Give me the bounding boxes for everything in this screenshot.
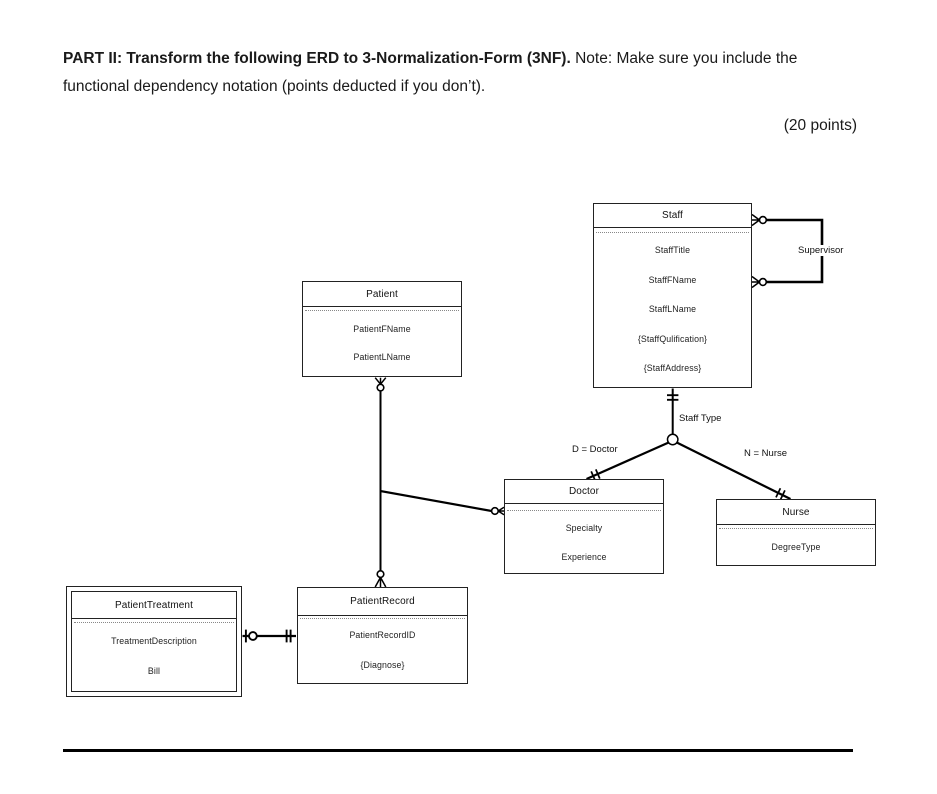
double-bar-icon <box>285 629 292 643</box>
entity-doctor: Doctor Specialty Experience <box>504 479 664 574</box>
entity-patient-record: PatientRecord PatientRecordID {Diagnose} <box>297 587 468 684</box>
attribute-divider <box>300 618 465 619</box>
crow-foot-icon <box>374 577 387 588</box>
attribute-divider <box>719 527 873 529</box>
attribute: {Diagnose} <box>360 659 405 670</box>
entity-title: Nurse <box>717 500 875 525</box>
footer-rule <box>63 749 853 752</box>
staff-type-label: Staff Type <box>677 413 724 424</box>
attribute: {StaffQulification} <box>637 333 708 344</box>
doctor-discriminator-label: D = Doctor <box>570 444 620 455</box>
instructions-bold: PART II: Transform the following ERD to … <box>63 50 571 67</box>
attribute: TreatmentDescription <box>111 636 197 646</box>
entity-title: Staff <box>594 204 751 228</box>
entity-patient-treatment: PatientTreatment TreatmentDescription Bi… <box>66 586 242 697</box>
entity-patient: Patient PatientFName PatientLName <box>302 281 462 377</box>
instructions-regular: Note: Make sure you include the function… <box>63 50 798 95</box>
attribute: PatientLName <box>353 352 411 363</box>
attribute: Experience <box>561 552 607 563</box>
crow-foot-icon <box>497 506 505 516</box>
exercise-instructions: PART II: Transform the following ERD to … <box>63 45 859 100</box>
nurse-discriminator-label: N = Nurse <box>742 448 790 459</box>
crow-foot-icon <box>751 275 760 289</box>
optional-circle-icon <box>248 631 258 641</box>
entity-nurse: Nurse DegreeType <box>716 499 876 566</box>
optional-circle-icon <box>376 383 385 392</box>
double-bar-icon <box>667 394 679 401</box>
weak-entity-inner-box: PatientTreatment TreatmentDescription Bi… <box>71 591 237 692</box>
optional-circle-icon <box>758 215 768 225</box>
crow-foot-icon <box>374 377 387 385</box>
optional-circle-icon <box>376 569 385 579</box>
attribute: PatientFName <box>353 324 411 335</box>
patient-doctor-connector <box>380 489 505 516</box>
subtype-circle-icon <box>666 433 679 446</box>
treatment-record-connector <box>242 629 296 643</box>
entity-title: PatientTreatment <box>72 592 236 619</box>
optional-circle-icon <box>758 277 768 287</box>
points-value: (20 points) <box>783 117 857 134</box>
attribute: StaffLName <box>648 304 697 315</box>
attribute-divider <box>507 509 661 511</box>
staff-type-subtype-connector <box>586 388 791 500</box>
supervisor-relationship-label: Supervisor <box>796 245 846 256</box>
attribute: PatientRecordID <box>349 630 416 641</box>
entity-staff: Staff StaffTitle StaffFName StaffLName {… <box>593 203 752 388</box>
attribute-divider <box>305 310 459 311</box>
attribute: Specialty <box>565 523 603 534</box>
supervisor-relationship-line <box>751 213 824 289</box>
attribute-divider <box>74 622 234 623</box>
attribute: Bill <box>147 666 161 676</box>
entity-title: Doctor <box>505 480 663 504</box>
attribute: DegreeType <box>771 542 821 553</box>
attribute: StaffFName <box>648 274 697 285</box>
patient-patientrecord-connector <box>374 377 387 588</box>
entity-title: Patient <box>303 282 461 307</box>
attribute: StaffTitle <box>654 245 691 256</box>
entity-title: PatientRecord <box>298 588 467 616</box>
optional-circle-icon <box>490 506 500 516</box>
double-bar-icon <box>775 487 786 500</box>
attribute-divider <box>596 232 749 233</box>
crow-foot-icon <box>751 213 760 227</box>
attribute: {StaffAddress} <box>643 363 702 374</box>
